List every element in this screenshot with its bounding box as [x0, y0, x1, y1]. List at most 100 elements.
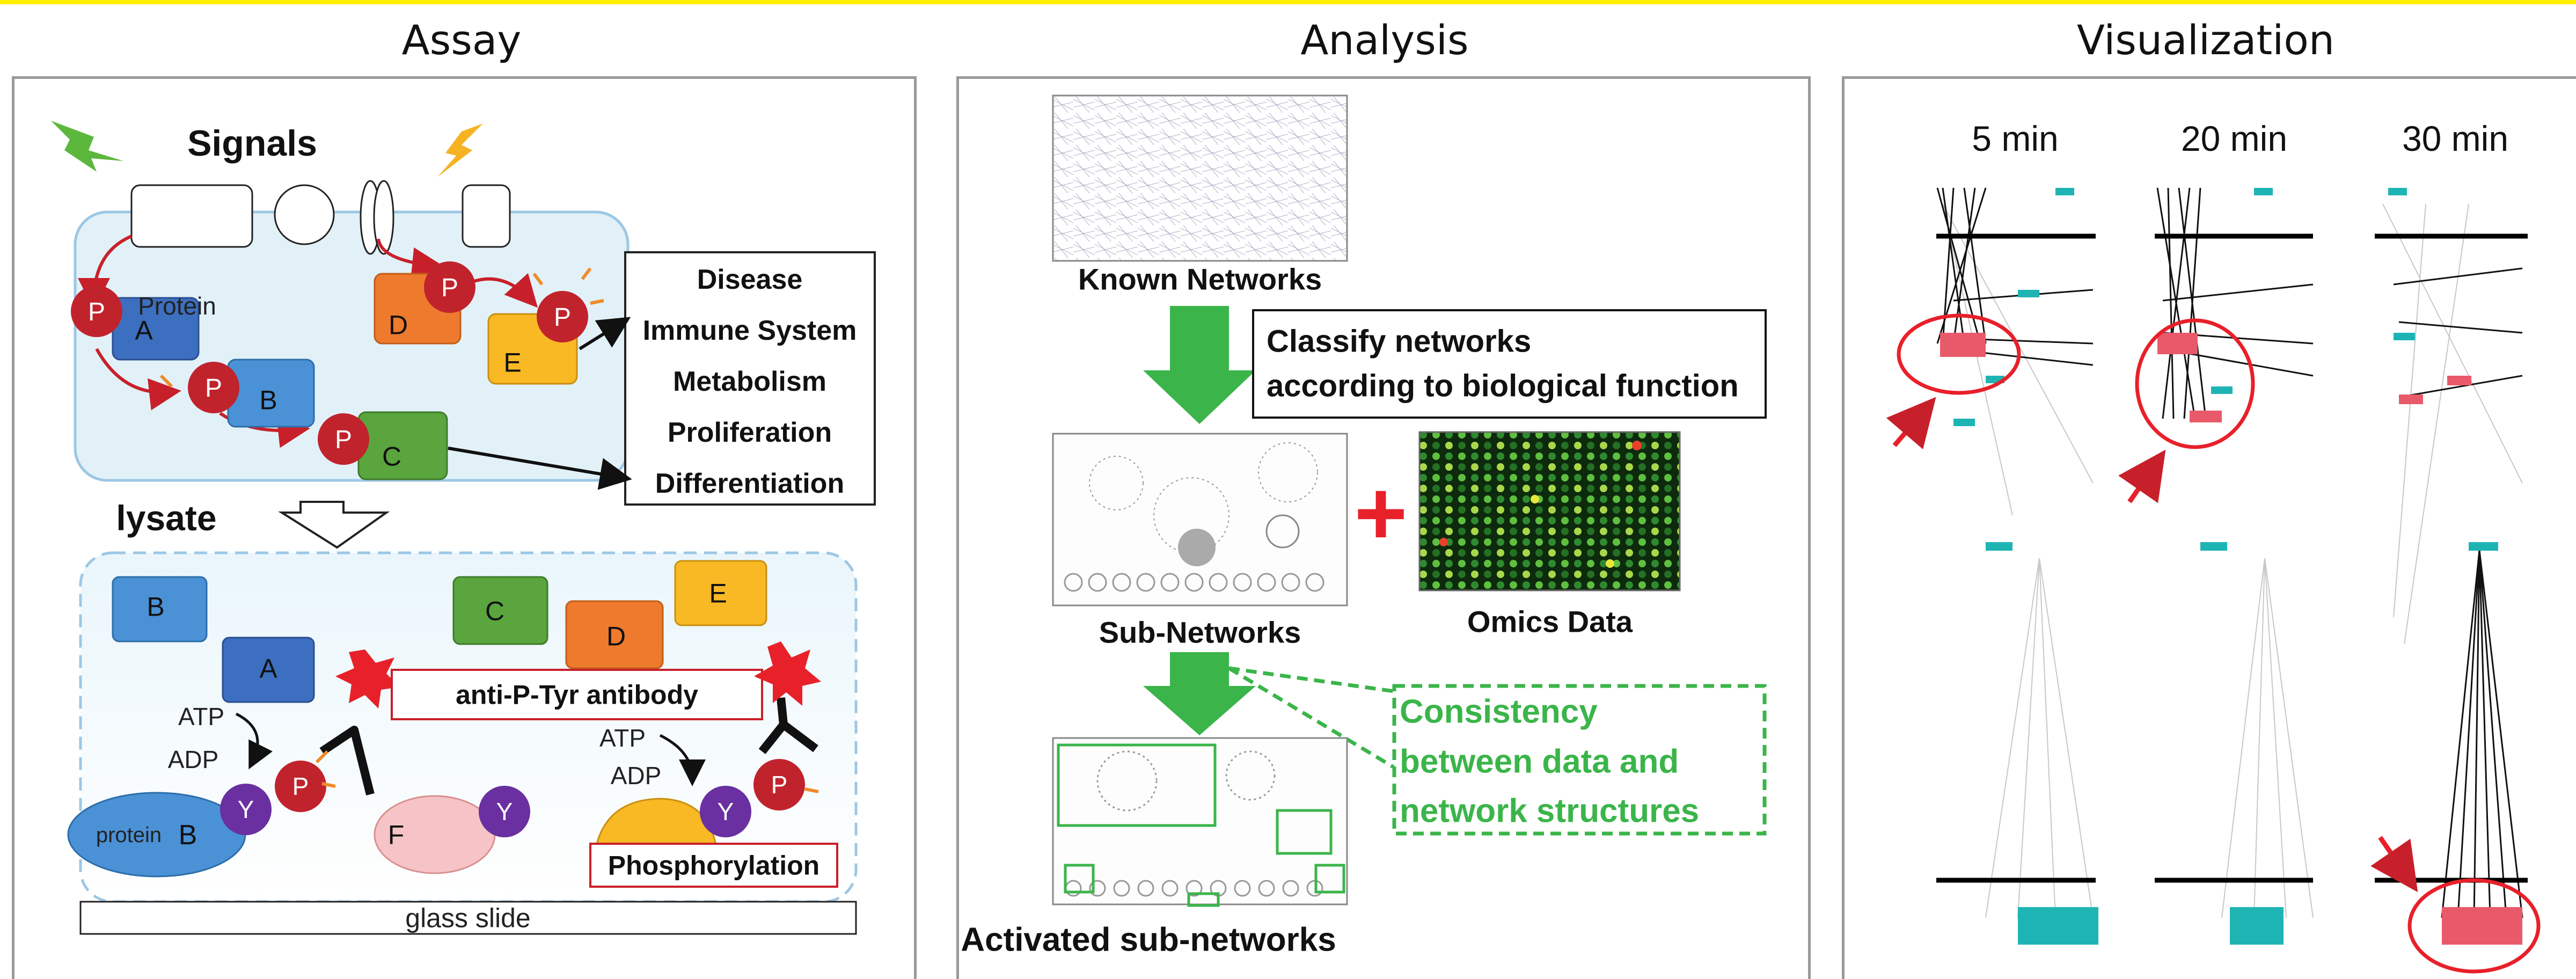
receptor-1 [130, 184, 253, 248]
known-networks-image [1052, 94, 1348, 262]
tyrosine-y-1 [220, 784, 272, 835]
classify-line-2: according to biological function [1267, 368, 1739, 403]
network-view-30min [2375, 188, 2528, 945]
protein-b-letter: B [179, 820, 197, 851]
green-signal-bolt-icon [51, 121, 123, 172]
known-networks-label: Known Networks [1078, 262, 1322, 296]
outcome-immune-system: Immune System [643, 315, 857, 346]
tyrosine-y-2 [479, 786, 530, 837]
protein-c-box [357, 411, 448, 480]
protein-label: Protein [138, 292, 216, 320]
activated-sub-networks-image [1052, 737, 1348, 905]
activated-highlights [1057, 743, 1345, 907]
panel-title-assay: Assay [401, 16, 522, 64]
atp-label-left: ATP [178, 703, 224, 730]
highlight-arrow-30min [2370, 836, 2418, 893]
phospho-ticks [159, 267, 604, 388]
highlight-arrow-20min [2118, 449, 2166, 503]
kinase-a-label: A [135, 316, 153, 346]
signals-label: Signals [187, 123, 317, 164]
highlight-circle-30min [2407, 878, 2541, 974]
time-label-30min: 30 min [2402, 119, 2508, 158]
slide-protein-c [452, 576, 548, 645]
antibody-label-box [391, 669, 763, 720]
consistency-box [1392, 684, 1767, 836]
plus-sign: + [1354, 463, 1407, 565]
svg-text:P: P [441, 274, 458, 302]
activated-sub-networks-label: Activated sub-networks [961, 922, 1336, 959]
svg-text:Y: Y [496, 798, 513, 825]
svg-text:F: F [388, 820, 405, 850]
svg-text:Y: Y [238, 795, 254, 823]
outcome-box [624, 251, 876, 506]
orange-signal-bolt-icon [437, 123, 483, 177]
green-arrow-2 [1143, 652, 1256, 735]
network-view-5min [1936, 187, 2098, 945]
svg-text:Y: Y [718, 798, 734, 825]
svg-text:D: D [606, 622, 626, 652]
assay-panel [12, 76, 917, 979]
green-arrow-1 [1143, 306, 1256, 424]
kinase-d-label: D [389, 310, 408, 340]
highlight-circle-20min [2135, 318, 2255, 449]
sub-networks-label: Sub-Networks [1099, 616, 1301, 649]
antibody-label: anti-P-Tyr antibody [456, 680, 698, 710]
time-label-5min: 5 min [1972, 119, 2058, 158]
top-accent-bar [0, 0, 2576, 4]
panel-title-analysis: Analysis [1300, 16, 1469, 64]
time-label-20min: 20 min [2181, 119, 2287, 158]
glass-slide-label: glass slide [405, 903, 530, 933]
svg-text:P: P [205, 374, 222, 403]
phospho-slide-2 [753, 759, 805, 810]
svg-text:P: P [292, 772, 309, 800]
outcome-differentiation: Differentiation [655, 468, 844, 499]
receptor-2 [274, 184, 335, 245]
adp-label-right: ADP [611, 762, 662, 790]
svg-text:A: A [259, 654, 277, 684]
network-view-20min [2155, 187, 2314, 945]
phospho-d [424, 261, 475, 313]
lysate-arrow [278, 501, 390, 549]
consistency-line-1: Consistency [1400, 693, 1598, 730]
highlight-circle-5min [1897, 313, 2021, 395]
slide-protein-d [565, 600, 664, 669]
svg-text:P: P [335, 426, 352, 454]
outcome-metabolism: Metabolism [673, 366, 826, 397]
omics-data-image [1418, 431, 1681, 591]
tyrosine-y-3 [700, 786, 751, 837]
fluorescence-burst-left-icon [335, 649, 400, 708]
svg-text:P: P [554, 303, 571, 332]
svg-text:P: P [88, 298, 105, 326]
svg-text:E: E [709, 579, 727, 609]
svg-text:B: B [147, 592, 164, 622]
kinase-b-label: B [259, 385, 277, 415]
classify-box [1252, 309, 1767, 419]
receptor-3 [462, 184, 511, 248]
consistency-connector [1228, 666, 1395, 770]
phosphorylation-box [589, 843, 838, 888]
svg-text:C: C [485, 596, 504, 626]
fluorescence-burst-right-icon [754, 641, 821, 706]
atp-label-right: ATP [599, 724, 646, 752]
kinase-c-label: C [382, 442, 401, 472]
panel-title-visualization: Visualization [2076, 16, 2335, 64]
slide-protein-e [674, 560, 767, 626]
omics-data-label: Omics Data [1467, 605, 1633, 639]
consistency-line-3: network structures [1400, 793, 1699, 830]
adp-label-left: ADP [168, 746, 219, 773]
glass-slide [79, 901, 857, 935]
protein-b-small-label: protein [96, 823, 162, 847]
classify-line-1: Classify networks [1267, 324, 1531, 359]
lysate-label: lysate [116, 498, 216, 538]
slide-protein-b [112, 576, 208, 642]
slide-protein-a [222, 637, 315, 703]
highlight-arrow-5min [1886, 397, 1936, 450]
svg-text:P: P [771, 771, 788, 799]
channel-right [373, 180, 394, 255]
phospho-slide-1 [275, 761, 326, 812]
phospho-a [71, 286, 122, 337]
visualization-panel [1842, 76, 2576, 979]
phospho-b [188, 362, 239, 413]
outcome-proliferation: Proliferation [668, 417, 832, 448]
outcome-disease: Disease [697, 264, 803, 295]
